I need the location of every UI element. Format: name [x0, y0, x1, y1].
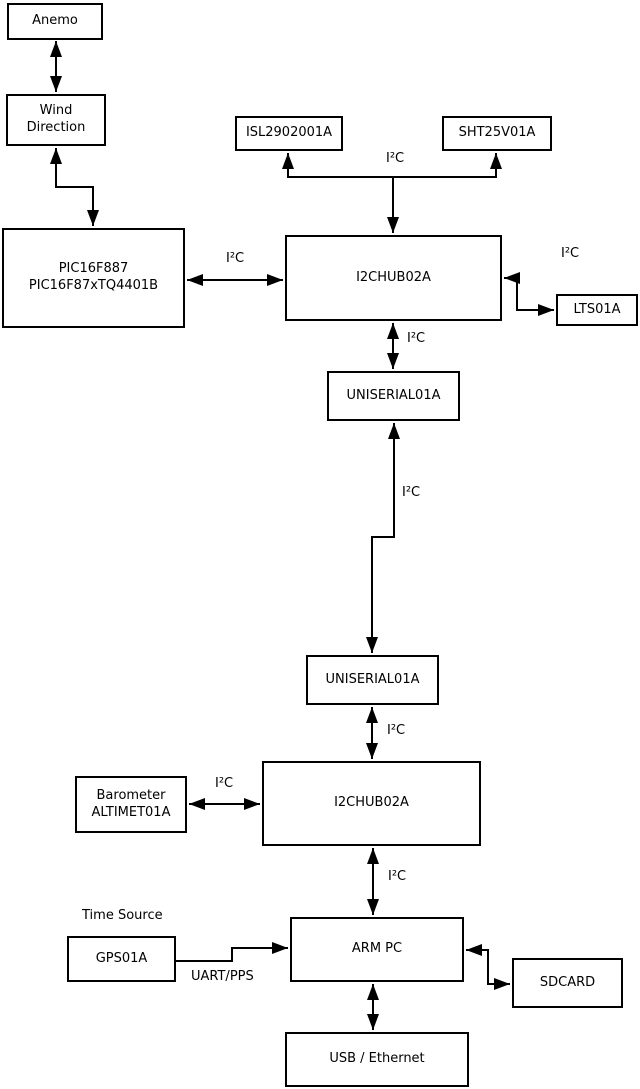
edge-label-i2c-isl-sht: I²C [386, 151, 405, 166]
node-sdcard-label: SDCARD [539, 974, 596, 990]
node-barometer-altimet01a: Barometer ALTIMET01A [75, 776, 187, 833]
edge-label-uart-pps: UART/PPS [191, 969, 254, 984]
edge-label-i2c-barometer-hub2: I²C [215, 776, 234, 791]
node-uniserial01a-bottom: UNISERIAL01A [306, 655, 439, 705]
node-gps01a: GPS01A [67, 936, 176, 982]
edge-label-i2c-pic-hub: I²C [226, 251, 245, 266]
node-usb-ethernet: USB / Ethernet [285, 1032, 469, 1087]
connector-i2chub-top-lts [504, 272, 554, 316]
connector-wind-pic [50, 148, 99, 226]
node-pic16f887-label: PIC16F887 PIC16F87xTQ4401B [28, 261, 159, 293]
connector-armpc-sdcard [466, 944, 510, 990]
node-i2chub02a-top: I2CHUB02A [285, 235, 502, 321]
node-sht25v01a: SHT25V01A [442, 116, 552, 151]
node-isl2902001a-label: ISL2902001A [245, 125, 333, 141]
node-sdcard: SDCARD [512, 958, 623, 1008]
node-lts01a-label: LTS01A [573, 301, 621, 317]
node-pic16f887: PIC16F887 PIC16F87xTQ4401B [2, 228, 185, 328]
node-usb-ethernet-label: USB / Ethernet [329, 1051, 425, 1067]
edge-label-i2c-hub-uniserial: I²C [407, 331, 426, 346]
node-arm-pc: ARM PC [290, 917, 464, 982]
edge-label-i2c-hub-lts: I²C [561, 246, 580, 261]
edge-label-i2c-uniserial-hub2: I²C [387, 723, 406, 738]
node-barometer-altimet01a-label: Barometer ALTIMET01A [91, 787, 171, 820]
node-isl2902001a: ISL2902001A [235, 116, 343, 151]
node-lts01a: LTS01A [556, 294, 638, 326]
node-wind-direction: Wind Direction [6, 94, 106, 146]
connector-uniserial-top-uniserial-bottom [366, 423, 400, 653]
node-uniserial01a-top: UNISERIAL01A [327, 371, 460, 421]
node-arm-pc-label: ARM PC [351, 941, 403, 957]
node-i2chub02a-top-label: I2CHUB02A [356, 269, 431, 285]
edge-label-i2c-long-link: I²C [402, 485, 421, 500]
node-uniserial01a-top-label: UNISERIAL01A [346, 387, 441, 403]
connector-gps-armpc [176, 942, 288, 962]
node-anemo-label: Anemo [32, 13, 78, 29]
node-wind-direction-label: Wind Direction [26, 103, 86, 135]
edge-label-i2c-hub2-armpc: I²C [388, 869, 407, 884]
edge-label-time-source: Time Source [82, 908, 163, 923]
node-anemo: Anemo [7, 3, 103, 40]
node-sht25v01a-label: SHT25V01A [458, 125, 536, 141]
node-uniserial01a-bottom-label: UNISERIAL01A [325, 671, 420, 687]
node-i2chub02a-bottom-label: I2CHUB02A [334, 795, 409, 811]
node-gps01a-label: GPS01A [95, 950, 148, 966]
node-i2chub02a-bottom: I2CHUB02A [262, 761, 481, 846]
